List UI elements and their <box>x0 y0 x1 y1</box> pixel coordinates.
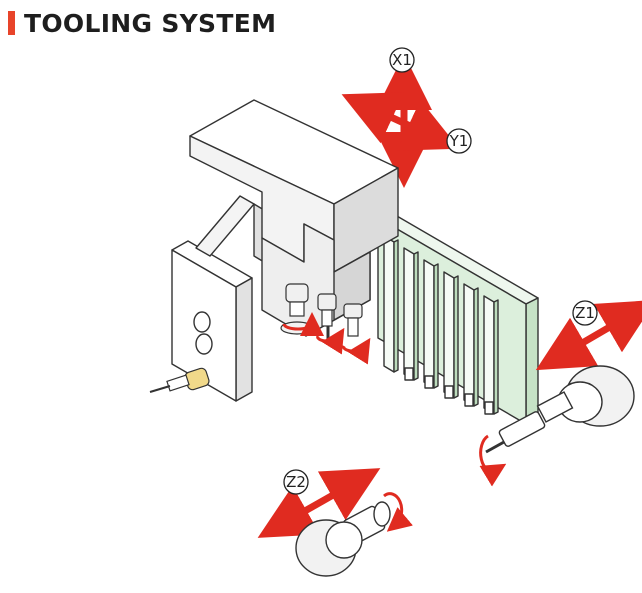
left-column-block <box>171 195 265 402</box>
z2-rotation-arrow <box>383 492 413 532</box>
z1-rotation-arrow <box>479 434 507 487</box>
axis-label-z2-text: Z2 <box>286 473 306 491</box>
axis-label-y1-text: Y1 <box>449 132 469 150</box>
z1-motion-arrow <box>535 299 642 371</box>
axis-label-x1: X1 <box>389 47 415 73</box>
spindle-head-block <box>189 99 399 337</box>
page-title: TOOLING SYSTEM <box>24 8 277 38</box>
gang-tool-plate <box>377 211 539 425</box>
axis-label-y1: Y1 <box>446 128 472 154</box>
header-accent-bar <box>8 11 15 35</box>
z2-motion-arrow <box>257 468 381 538</box>
back-spindle-z1 <box>485 365 635 454</box>
x1-y1-motion-arrows <box>341 53 460 188</box>
axis-label-x1-text: X1 <box>392 51 412 69</box>
section-header: TOOLING SYSTEM <box>8 8 276 38</box>
left-tool-holder <box>149 367 210 393</box>
axis-label-z1-text: Z1 <box>575 304 595 322</box>
spindle-rotation-arrows <box>282 312 371 365</box>
sub-spindle-z2 <box>295 501 391 577</box>
axis-label-z1: Z1 <box>572 300 598 326</box>
axis-label-z2: Z2 <box>283 469 309 495</box>
